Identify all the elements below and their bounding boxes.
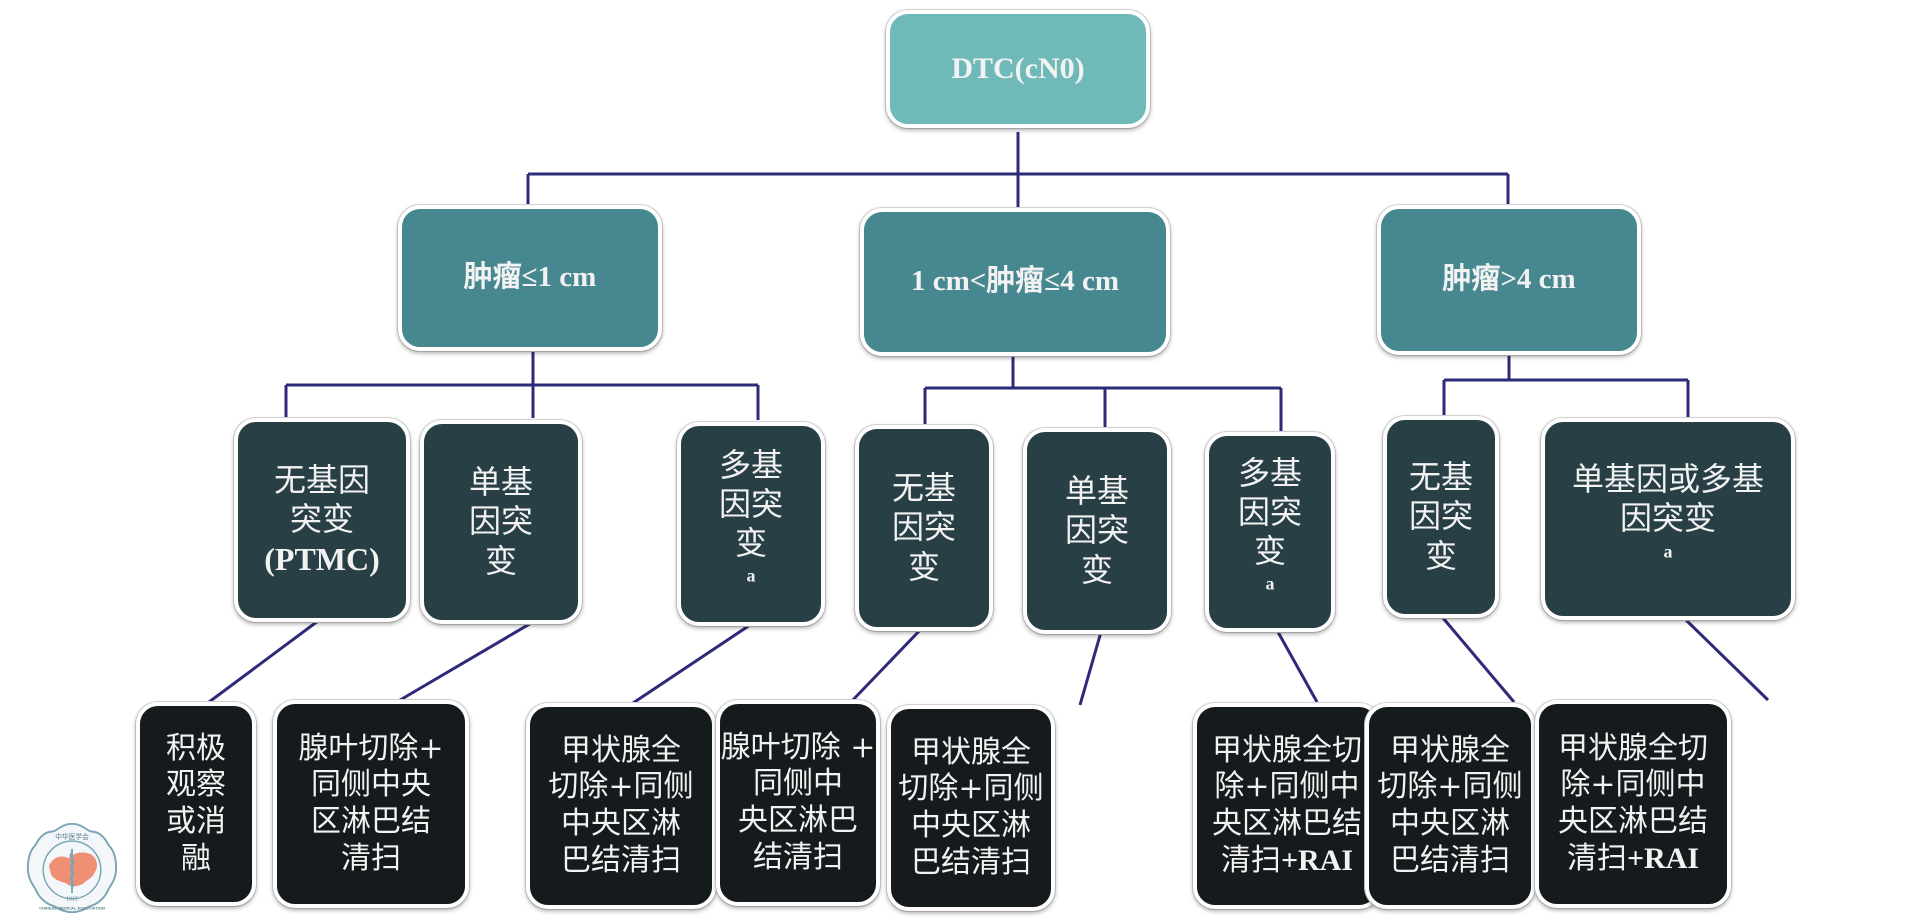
mutation-label: 无基因 突变 (PTMC) <box>264 461 380 577</box>
treatment-node: 腺叶切除 + 同侧中 央区淋巴 结清扫 <box>716 700 880 906</box>
treatment-label: 腺叶切除 + 同侧中 央区淋巴 结清扫 <box>720 729 876 875</box>
root-label: DTC(cN0) <box>951 51 1085 85</box>
treatment-node: 甲状腺全 切除+同侧 中央区淋 巴结清扫 <box>1365 703 1535 909</box>
mutation-label: 多基 因突 变 <box>718 445 783 562</box>
footnote-mark: a <box>1265 573 1275 594</box>
footnote-mark: a <box>1663 540 1673 561</box>
mutation-node: 单基 因突 变 <box>420 420 582 624</box>
size-label: 1 cm<肿瘤≤4 cm <box>911 265 1119 298</box>
size-node-large: 肿瘤>4 cm <box>1377 205 1641 355</box>
logo-inner-ring <box>42 840 102 900</box>
mutation-node: 单基 因突 变 <box>1023 428 1171 634</box>
logo-text-en: CHINESE MEDICAL ASSOCIATION <box>39 905 105 910</box>
connector <box>848 625 925 705</box>
treatment-node: 甲状腺全 切除+同侧 中央区淋 巴结清扫 <box>887 705 1055 911</box>
size-node-medium: 1 cm<肿瘤≤4 cm <box>860 208 1170 356</box>
treatment-label: 甲状腺全 切除+同侧 中央区淋 巴结清扫 <box>1377 732 1523 878</box>
footnote-mark: a <box>746 565 756 586</box>
treatment-label: 甲状腺全 切除+同侧 中央区淋 巴结清扫 <box>898 734 1044 880</box>
china-map-shape <box>48 852 98 887</box>
mutation-node: 无基 因突 变 <box>855 425 993 631</box>
mutation-node: 多基 因突 变 a <box>677 422 825 626</box>
serpent-icon <box>69 852 75 888</box>
treatment-label: 甲状腺全 切除+同侧 中央区淋 巴结清扫 <box>548 732 694 878</box>
size-label: 肿瘤≤1 cm <box>463 261 597 294</box>
treatment-label: 甲状腺全切 除+同侧中 央区淋巴结 清扫+RAI <box>1558 730 1708 876</box>
treatment-label: 甲状腺全切 除+同侧中 央区淋巴结 清扫+RAI <box>1212 732 1362 878</box>
treatment-label: 积极 观察 或消 融 <box>166 730 226 876</box>
connector <box>204 616 323 707</box>
logo-text-cn: 中华医学会 <box>55 832 89 841</box>
mutation-node: 多基 因突 变 a <box>1205 432 1335 632</box>
treatment-node: 甲状腺全切 除+同侧中 央区淋巴结 清扫+RAI <box>1535 700 1731 908</box>
mutation-label: 单基 因突 变 <box>1064 472 1129 589</box>
connector <box>1276 631 1319 703</box>
connector <box>1684 618 1770 702</box>
size-label: 肿瘤>4 cm <box>1442 263 1576 296</box>
mutation-label: 单基 因突 变 <box>468 463 533 580</box>
treatment-node: 腺叶切除+ 同侧中央 区淋巴结 清扫 <box>273 700 469 908</box>
root-node: DTC(cN0) <box>886 10 1150 128</box>
mutation-label: 多基 因突 变 <box>1237 453 1302 570</box>
treatment-node: 甲状腺全切 除+同侧中 央区淋巴结 清扫+RAI <box>1193 703 1381 909</box>
connector <box>632 623 751 705</box>
logo-year: 1915 <box>66 897 78 903</box>
mutation-label: 单基因或多基 因突变 <box>1571 460 1764 538</box>
connector <box>1078 631 1103 706</box>
mutation-node: 无基 因突 变 <box>1383 416 1499 618</box>
connector <box>1441 617 1516 703</box>
size-node-small: 肿瘤≤1 cm <box>398 205 662 351</box>
treatment-node: 积极 观察 或消 融 <box>136 702 256 906</box>
mutation-label: 无基 因突 变 <box>1408 458 1473 575</box>
mutation-node: 无基因 突变 (PTMC) <box>234 418 410 622</box>
connector <box>394 620 534 705</box>
mutation-label: 无基 因突 变 <box>891 469 956 586</box>
treatment-node: 甲状腺全 切除+同侧 中央区淋 巴结清扫 <box>526 703 716 909</box>
treatment-label: 腺叶切除+ 同侧中央 区淋巴结 清扫 <box>298 730 444 876</box>
chinese-medical-association-logo: 1915 中华医学会 CHINESE MEDICAL ASSOCIATION <box>26 822 118 914</box>
